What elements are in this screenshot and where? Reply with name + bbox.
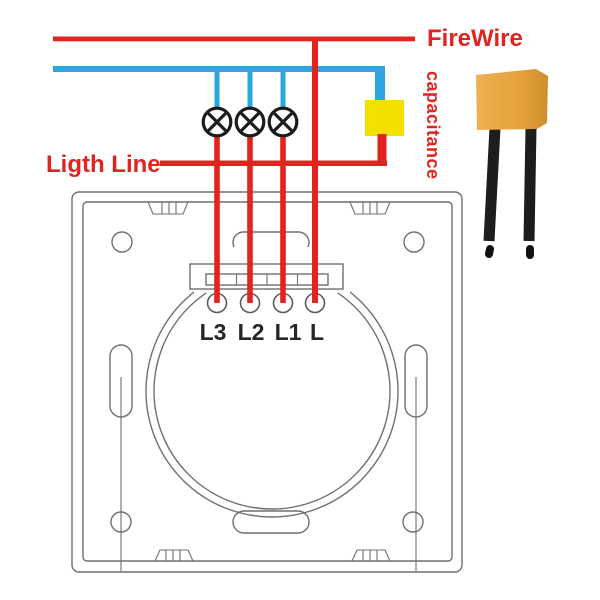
capacitor-lead-tip-left (485, 245, 494, 258)
wire-lamp3-to-l1 (280, 134, 286, 303)
live-wire (53, 36, 415, 303)
light-line-label: Ligth Line (46, 151, 161, 178)
capacitor-photo (476, 69, 548, 259)
capacitor-symbol (365, 100, 404, 136)
touch-ring (145, 264, 399, 518)
lamp-return-wires (214, 134, 286, 303)
capacitor-to-lightline (377, 134, 387, 164)
terminal-label-l3: L3 (199, 319, 227, 345)
plate-outer-border (71, 191, 463, 573)
terminal-label-l2: L2 (237, 319, 265, 345)
lamp-symbol-2 (234, 106, 266, 138)
neutral-bus (53, 66, 385, 72)
screw-hole-top-left (111, 231, 133, 253)
terminal-label-l1: L1 (274, 319, 302, 345)
neutral-drop-lamp3 (280, 70, 286, 110)
capacitor-lead-right (523, 127, 537, 242)
terminal-block (189, 263, 344, 290)
neutral-drop-capacitor (375, 66, 385, 102)
neutral-drop-lamp2 (247, 70, 253, 110)
lamp-symbol-3 (267, 106, 299, 138)
lamp-symbols (201, 106, 299, 138)
firewire-drop-to-l (312, 36, 318, 303)
plate-inner-border (82, 201, 453, 562)
light-line-bus (160, 160, 387, 166)
terminals (206, 292, 326, 314)
light-line-wire (160, 134, 387, 166)
screw-hole-top-right (403, 231, 425, 253)
neutral-wire (53, 66, 385, 110)
switch-plate (71, 191, 463, 573)
wire-lamp1-to-l3 (214, 134, 220, 303)
capacitance-label: capacitance (423, 71, 443, 180)
lamp-symbol-1 (201, 106, 233, 138)
mounting-tabs (147, 201, 391, 562)
terminal-label-l: L (309, 319, 325, 345)
firewire-label: FireWire (427, 25, 523, 52)
capacitor-body (476, 69, 548, 130)
screw-hole-bottom-right (402, 511, 424, 533)
wire-lamp2-to-l2 (247, 134, 253, 303)
firewire-bus (53, 36, 415, 42)
slot-bottom-center (232, 510, 310, 534)
capacitor-lead-left (483, 127, 501, 242)
neutral-drop-lamp1 (214, 70, 220, 110)
